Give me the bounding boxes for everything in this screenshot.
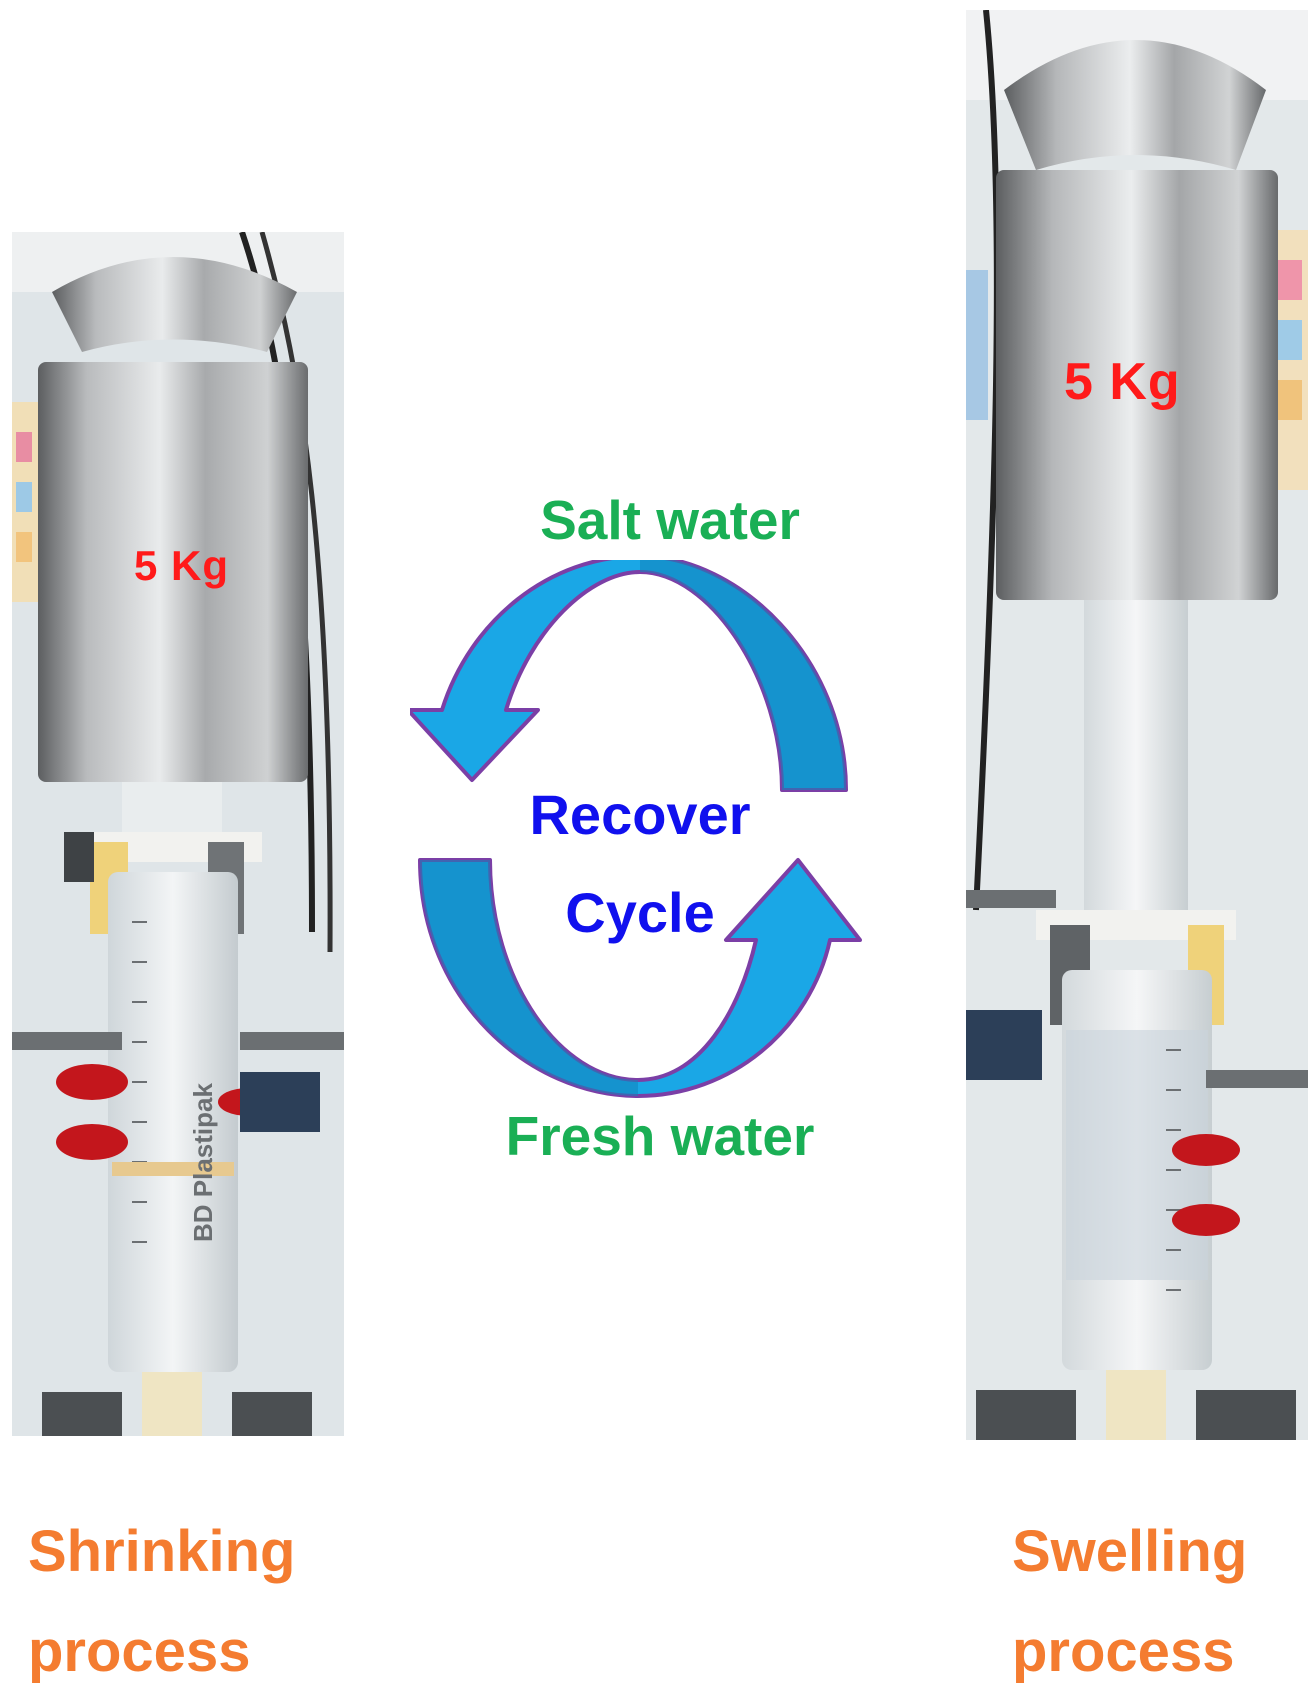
fresh-water-label: Fresh water xyxy=(505,1105,815,1167)
recover-label: Recover xyxy=(529,783,751,846)
swelling-apparatus-illustration xyxy=(966,10,1308,1440)
cycle-label: Cycle xyxy=(565,881,715,944)
shrinking-caption-line1: Shrinking xyxy=(28,1519,296,1584)
syringe-brand-text: BD Plastipak xyxy=(188,1083,218,1242)
shrinking-process-caption: Shrinking process xyxy=(28,1502,295,1702)
shrinking-process-photo: BD Plastipak 5 Kg xyxy=(12,232,344,1436)
left-weight-label: 5 Kg xyxy=(134,542,230,589)
shrinking-caption-line2: process xyxy=(28,1619,251,1684)
swelling-caption-line2: process xyxy=(1012,1619,1235,1684)
swelling-process-photo: 5 Kg xyxy=(966,10,1308,1440)
swelling-caption-line1: Swelling xyxy=(1012,1519,1248,1584)
right-weight-label: 5 Kg xyxy=(1064,353,1181,411)
shrinking-apparatus-illustration: BD Plastipak xyxy=(12,232,344,1436)
swelling-process-caption: Swelling process xyxy=(1012,1502,1247,1702)
recover-cycle-arrows xyxy=(410,560,862,1098)
salt-water-label: Salt water xyxy=(540,489,800,551)
